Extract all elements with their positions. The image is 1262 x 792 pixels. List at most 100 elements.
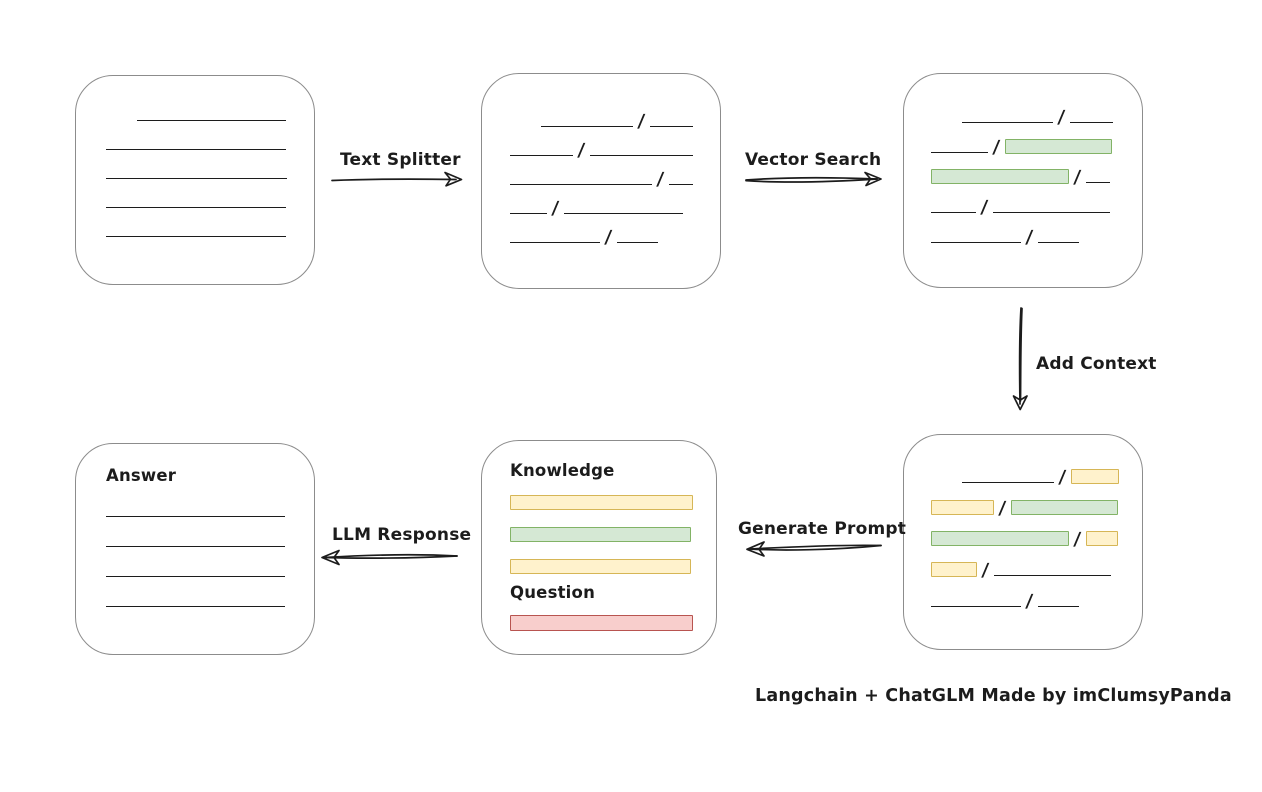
text-line <box>649 126 693 127</box>
slash-separator: / <box>980 560 990 581</box>
source-document-node <box>75 75 315 285</box>
slash-separator: / <box>1057 467 1067 488</box>
answer-lines <box>106 500 285 608</box>
text-splitter-arrow <box>331 171 463 187</box>
text-line <box>616 242 658 243</box>
segment-row <box>106 500 285 518</box>
segment-row <box>510 524 693 542</box>
text-line <box>106 178 287 179</box>
segment-row: / <box>931 166 1113 188</box>
segment-row: / <box>931 497 1119 519</box>
slash-separator: / <box>655 169 665 190</box>
text-line <box>1037 242 1079 243</box>
text-line <box>510 213 547 214</box>
segment-row <box>106 560 285 578</box>
generate-prompt-label: Generate Prompt <box>738 519 907 539</box>
text-line <box>106 606 285 607</box>
yellow-chunk <box>931 500 994 515</box>
text-line <box>106 236 286 237</box>
text-line <box>510 184 652 185</box>
knowledge-bars <box>510 492 693 574</box>
vector-search-arrow <box>745 171 882 187</box>
segment-row <box>106 590 285 608</box>
text-line <box>106 207 286 208</box>
text-line <box>106 546 285 547</box>
slash-separator: / <box>1072 529 1082 550</box>
question-bar <box>510 613 693 631</box>
segment-row <box>106 162 287 180</box>
green-chunk <box>931 531 1069 546</box>
text-line <box>589 155 693 156</box>
prompt-node: Knowledge Question <box>481 440 717 655</box>
slash-separator: / <box>1024 227 1034 248</box>
matched-document-node: / / / / / <box>903 73 1143 288</box>
green-chunk <box>931 169 1069 184</box>
llm-response-arrow <box>321 549 458 566</box>
text-line <box>510 155 573 156</box>
slash-separator: / <box>997 498 1007 519</box>
segment-row <box>106 530 285 548</box>
source-document-lines <box>106 104 287 238</box>
segment-row: / <box>931 590 1119 612</box>
slash-separator: / <box>1024 591 1034 612</box>
add-context-label: Add Context <box>1036 354 1157 374</box>
segment-row <box>106 133 287 151</box>
segment-row <box>106 191 287 209</box>
yellow-chunk <box>1070 469 1119 484</box>
generate-prompt-arrow <box>746 541 882 557</box>
slash-separator: / <box>1072 167 1082 188</box>
text-line <box>106 576 285 577</box>
segment-row: / <box>510 168 693 190</box>
text-line <box>137 120 286 121</box>
segment-row: / <box>510 197 693 219</box>
slash-separator: / <box>979 197 989 218</box>
yellow-chunk <box>931 562 977 577</box>
text-line <box>931 152 988 153</box>
split-document-node: / / / / / <box>481 73 721 289</box>
slash-separator: / <box>1056 107 1066 128</box>
add-context-arrow <box>1012 307 1028 411</box>
context-document-node: / / / / / <box>903 434 1143 650</box>
knowledge-label: Knowledge <box>510 461 615 480</box>
slash-separator: / <box>576 140 586 161</box>
credit-text: Langchain + ChatGLM Made by imClumsyPand… <box>755 686 1232 706</box>
text-line <box>106 516 285 517</box>
yellow-chunk <box>1085 531 1118 546</box>
green-chunk <box>1010 500 1118 515</box>
indent-gap <box>510 127 541 128</box>
slash-separator: / <box>991 137 1001 158</box>
text-line <box>931 212 976 213</box>
segment-row: / <box>931 106 1113 128</box>
segment-row: / <box>931 528 1119 550</box>
segment-row <box>106 104 287 122</box>
indent-gap <box>106 121 137 122</box>
indent-gap <box>931 483 962 484</box>
text-line <box>510 242 600 243</box>
segment-row: / <box>510 110 693 132</box>
text-line <box>563 213 683 214</box>
yellow-chunk <box>510 559 691 574</box>
text-line <box>931 606 1021 607</box>
text-line <box>1037 606 1079 607</box>
segment-row: / <box>510 139 693 161</box>
green-chunk <box>1004 139 1112 154</box>
vector-search-label: Vector Search <box>745 150 882 170</box>
text-line <box>931 242 1021 243</box>
text-line <box>962 482 1054 483</box>
segment-row: / <box>931 136 1113 158</box>
answer-label: Answer <box>106 466 177 485</box>
text-line <box>1085 182 1110 183</box>
slash-separator: / <box>550 198 560 219</box>
text-line <box>992 212 1110 213</box>
matched-document-lines: / / / / / <box>931 106 1113 248</box>
context-document-lines: / / / / / <box>931 466 1119 612</box>
segment-row: / <box>510 226 693 248</box>
slash-separator: / <box>636 111 646 132</box>
answer-node: Answer <box>75 443 315 655</box>
text-line <box>106 149 286 150</box>
text-splitter-label: Text Splitter <box>340 150 461 170</box>
segment-row: / <box>931 559 1119 581</box>
segment-row <box>510 492 693 510</box>
segment-row <box>106 220 287 238</box>
